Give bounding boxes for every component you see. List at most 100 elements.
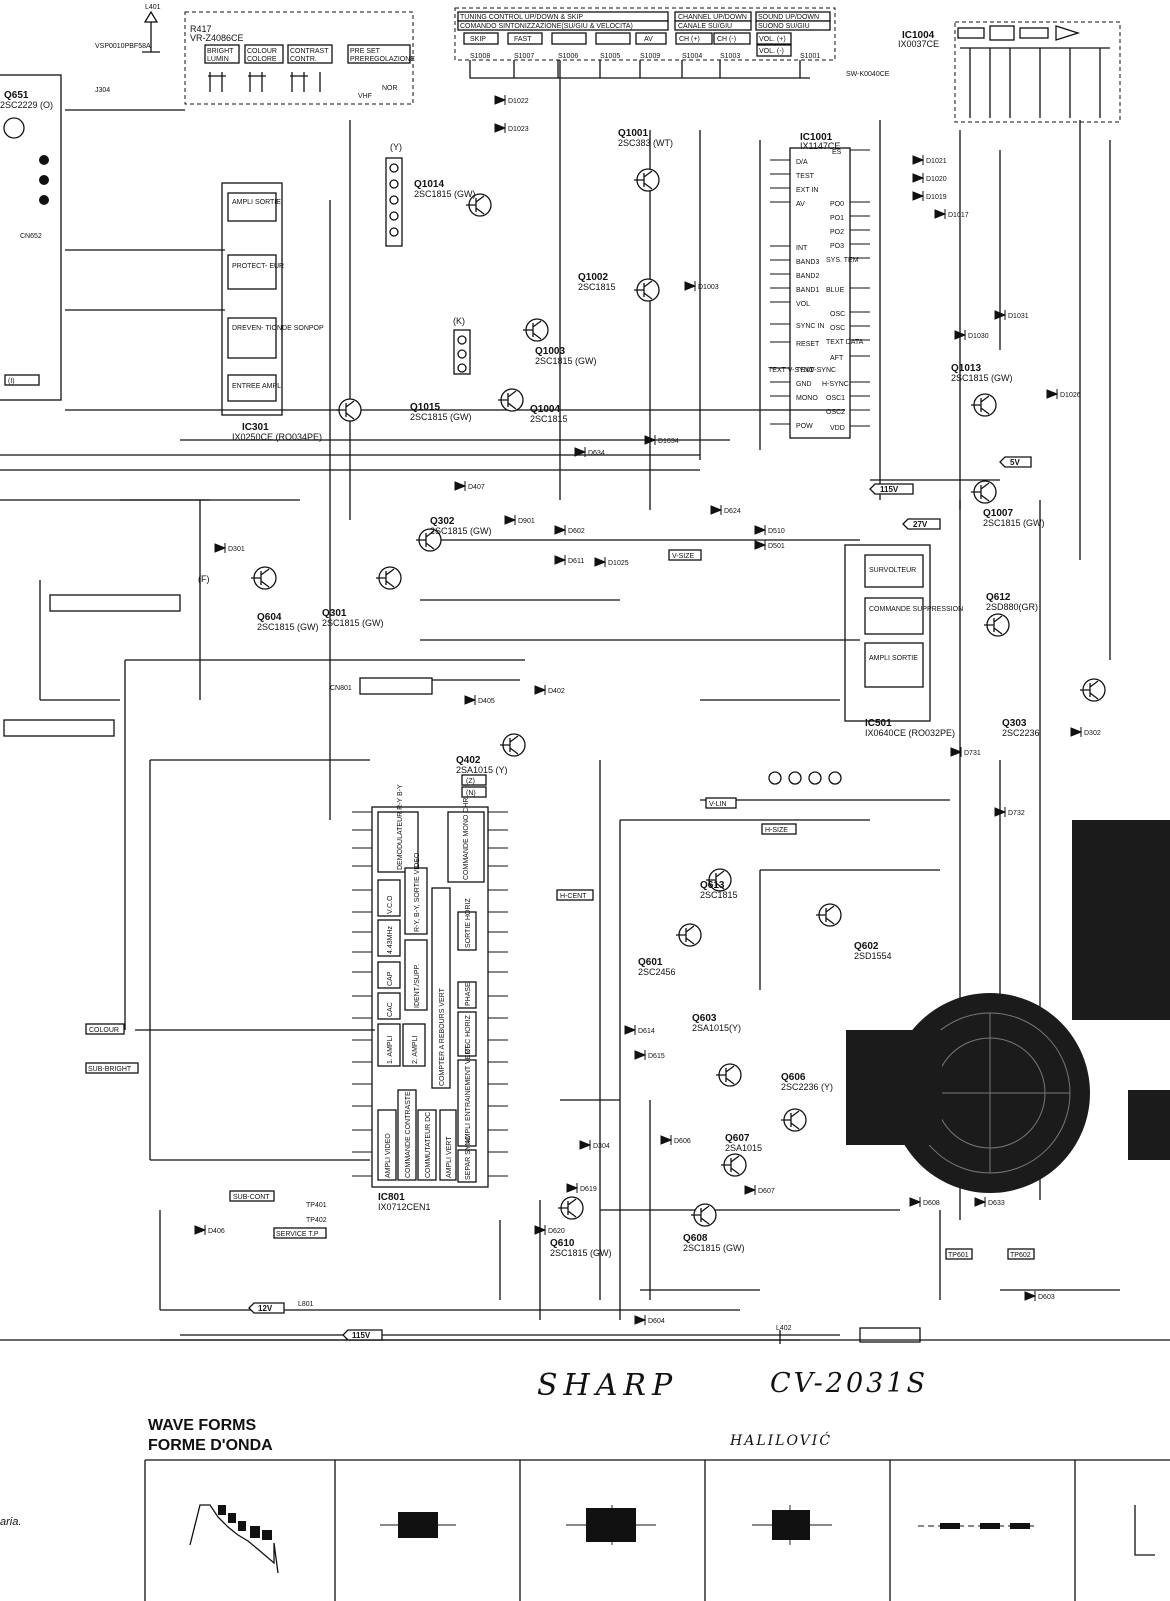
diode-d634: D634: [574, 447, 605, 457]
diode-icon: [566, 1183, 579, 1193]
diode-ref: D1017: [948, 212, 969, 219]
connector-n: (F): [198, 574, 210, 584]
pin-vdd: VDD: [830, 425, 845, 432]
diode-icon: [950, 747, 963, 757]
pin-mono: MONO: [796, 395, 818, 402]
diode-ref: D620: [548, 1228, 565, 1235]
lumin-label: LUMIN: [207, 56, 229, 63]
pin-osc1: OSC1: [826, 395, 845, 402]
diode-ref: D611: [568, 558, 584, 565]
r-y-tag: (Z): [466, 778, 475, 785]
diode-ref: D731: [964, 750, 981, 757]
diode-ref: D732: [1008, 810, 1025, 817]
rail-5v: 5V: [1010, 458, 1020, 467]
diode-ref: D634: [588, 450, 605, 457]
control-panel: R417 VR-Z4086CE BRIGHT LUMIN COLOUR COLO…: [95, 4, 890, 105]
transistor-type: 2SC1815 (GW): [322, 618, 384, 628]
j304-label: J304: [95, 87, 110, 94]
canale-label: CANALE SU/GIU: [678, 23, 732, 30]
diode-ref: D606: [674, 1138, 691, 1145]
ic1003-type: IX0037CE: [898, 39, 939, 49]
transistor-type: 2SC1815 (GW): [983, 518, 1045, 528]
diode-ref: D1026: [1060, 392, 1081, 399]
diode-icon: [660, 1135, 673, 1145]
pin-pow: POW: [796, 423, 813, 430]
ic801-sortie-video: R-Y, B-Y, SORTIE VIDEO: [414, 852, 421, 932]
diode-ref: D501: [768, 543, 785, 550]
diode-d1034: D1034: [644, 435, 679, 445]
contr-label: CONTR.: [290, 56, 317, 63]
ic801-separ: SEPAR SYNC: [465, 1135, 472, 1180]
diode-d302: D302: [1070, 727, 1101, 737]
b-y-tag: (N): [466, 790, 476, 797]
diode-icon: [534, 685, 547, 695]
connector-z: (K): [453, 316, 465, 326]
transistor-type: 2SC2236: [1002, 728, 1040, 738]
transistor-ref: Q1003: [535, 346, 565, 357]
diode-d608: D608: [909, 1197, 940, 1207]
transistor-type: 2SC1815: [700, 890, 738, 900]
diode-icon: [754, 525, 767, 535]
diode-d602: D602: [554, 525, 585, 535]
diode-ref: D1034: [658, 438, 679, 445]
ic801-ampli-video: AMPLI VIDEO: [385, 1133, 392, 1178]
diode-icon: [494, 95, 507, 105]
s1003-label: S1003: [720, 53, 740, 60]
diode-d607: D607: [744, 1185, 775, 1195]
diode-ref: D1023: [508, 126, 529, 133]
diode-icon: [454, 481, 467, 491]
diode-ref: D901: [518, 518, 535, 525]
colour-label: COLOUR: [247, 48, 277, 55]
diode-icon: [934, 209, 947, 219]
transistor-type: 2SC1815: [578, 282, 616, 292]
diode-ref: D603: [1038, 1294, 1055, 1301]
diode-d901: D901: [504, 515, 535, 525]
s1008-label: S1008: [470, 53, 490, 60]
transistor-ref: Q606: [781, 1072, 806, 1083]
tp401-label: TP401: [306, 1202, 327, 1209]
s1001-label: S1001: [800, 53, 820, 60]
diode-d604: D604: [634, 1315, 665, 1325]
text-vsync-label: TEXT V-SYNC: [768, 367, 814, 374]
wave-forms-title: WAVE FORMS: [148, 1417, 257, 1434]
ic801: DEMODULATEUR R-Y B-Y COMMANDE MONO CHROM…: [352, 781, 508, 1212]
diode-d1026: D1026: [1046, 389, 1081, 399]
q651-ref: Q651: [4, 90, 29, 101]
ic301-type: IX0250CE (RO034PE): [232, 432, 322, 442]
v-size-tag: V-SIZE: [672, 553, 695, 560]
ic801-compter: COMPTER A REBOURS VERT: [439, 987, 446, 1086]
diode-icon: [912, 155, 925, 165]
ic801-demod: DEMODULATEUR R-Y B-Y: [397, 784, 404, 870]
diode-ref: D1020: [926, 176, 947, 183]
pin-band2: BAND2: [796, 273, 819, 280]
ic501-type: IX0640CE (RO032PE): [865, 728, 955, 738]
ic801-443: 4.43MHz: [387, 925, 394, 954]
bias-r-label: (I): [8, 378, 15, 385]
transistor-type: 2SC1815 (GW): [683, 1243, 745, 1253]
diode-ref: D1003: [698, 284, 719, 291]
transistor-type: 2SC383 (WT): [618, 138, 673, 148]
rail-12v: 12V: [258, 1304, 273, 1313]
pin-text: TEXT: [796, 367, 815, 374]
transistor-ref: Q603: [692, 1013, 717, 1024]
diode-ref: D1019: [926, 194, 947, 201]
ic1001: IC1001 IX1147CE D/A TEST EXT IN AV INT B…: [770, 132, 870, 439]
transistor-type: 2SC1815: [530, 414, 568, 424]
transistor-ref: Q613: [700, 880, 725, 891]
diode-icon: [710, 505, 723, 515]
transistor-type: 2SC1815 (GW): [535, 356, 597, 366]
connector-headers: CN801 L401 L402 TP401 TP402 TP601 TP602 …: [3, 157, 1035, 1343]
diode-d633: D633: [974, 1197, 1005, 1207]
pin-es: ES: [832, 149, 842, 156]
rail-115v-bottom: 115V: [352, 1331, 371, 1340]
diode-icon: [912, 191, 925, 201]
service-tp-tag: SERVICE T.P: [276, 1231, 319, 1238]
diode-d1023: D1023: [494, 123, 529, 133]
diode-icon: [744, 1185, 757, 1195]
transistor-type: 2SD1554: [854, 951, 892, 961]
diode-d405: D405: [464, 695, 495, 705]
